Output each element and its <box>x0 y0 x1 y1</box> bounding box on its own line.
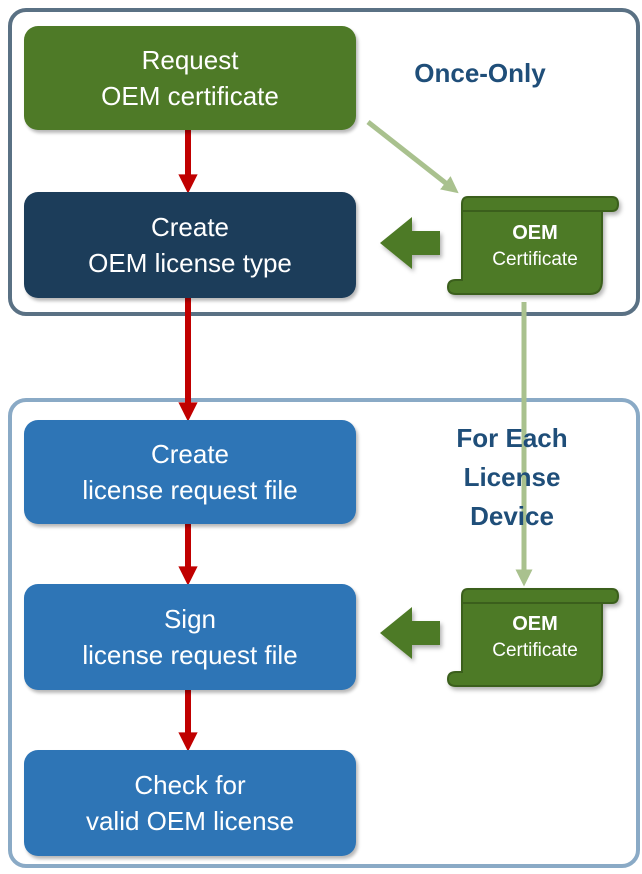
scroll-icon <box>446 588 620 687</box>
step-line: Request <box>141 45 239 75</box>
step-request-oem-certificate: Request OEM certificate <box>24 26 356 130</box>
heading-line: For Each <box>456 423 568 453</box>
group-heading-for-each-license-device: For Each License Device <box>412 419 612 536</box>
step-line: Create <box>150 212 230 242</box>
certificate-label: OEM Certificate <box>460 610 610 664</box>
step-line: license request file <box>82 475 298 505</box>
heading-line: Device <box>470 501 554 531</box>
arrow-left-icon <box>380 607 440 659</box>
certificate-subtitle: Certificate <box>492 640 578 661</box>
step-line: Create <box>150 439 230 469</box>
certificate-title: OEM <box>512 613 558 635</box>
cert-link-line-1 <box>366 120 459 194</box>
step-line: license request file <box>82 640 298 670</box>
step-sign-license-request-file: Sign license request file <box>24 584 356 690</box>
heading-line: License <box>463 462 561 492</box>
step-line: OEM certificate <box>101 81 279 111</box>
scroll-icon <box>446 196 620 295</box>
step-line: Check for <box>134 770 246 800</box>
group-heading-once-only: Once-Only <box>414 58 546 88</box>
certificate-title: OEM <box>512 222 558 244</box>
step-line: OEM license type <box>88 248 292 278</box>
step-line: Sign <box>163 604 217 634</box>
step-create-oem-license-type: Create OEM license type <box>24 192 356 298</box>
certificate-subtitle: Certificate <box>492 249 578 270</box>
step-check-valid-oem-license: Check for valid OEM license <box>24 750 356 856</box>
certificate-label: OEM Certificate <box>460 219 610 273</box>
step-line: valid OEM license <box>85 806 295 836</box>
step-create-license-request-file: Create license request file <box>24 420 356 524</box>
arrow-left-icon <box>380 217 440 269</box>
